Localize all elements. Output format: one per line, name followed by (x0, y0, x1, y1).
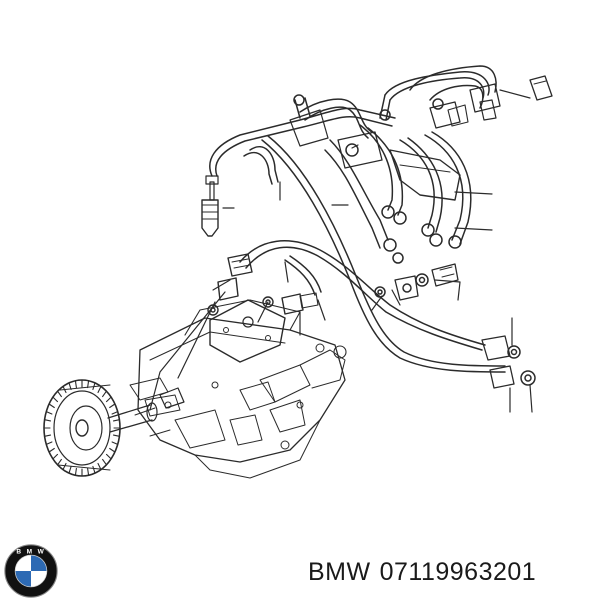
gear-tooth (52, 396, 59, 403)
part-caption: BMW 07119963201 (308, 552, 536, 592)
injector-nozzle-left (201, 175, 219, 237)
bmw-logo-quadrant-blue-2 (15, 571, 31, 587)
gear-tooth (111, 411, 119, 415)
brand-name: BMW (308, 558, 371, 586)
gear-tooth (111, 441, 119, 445)
gear-tooth (87, 467, 90, 476)
gear-tooth (109, 447, 116, 453)
gear-tooth (102, 458, 107, 466)
gear-tooth (45, 411, 53, 415)
gear-tooth (102, 390, 107, 398)
bmw-logo-quadrant-blue-1 (31, 555, 47, 571)
return-hoses (239, 135, 536, 389)
gear-tooth (62, 462, 67, 471)
gear-tooth (74, 467, 77, 476)
bmw-logo: B M W (4, 544, 58, 598)
gear-tooth (109, 403, 116, 409)
gear-tooth (44, 419, 52, 422)
gear-tooth (52, 453, 59, 460)
svg-text:B M W: B M W (16, 548, 45, 555)
gear-tooth (87, 380, 90, 389)
gear-tooth (48, 447, 55, 453)
gear-tooth (105, 453, 112, 460)
gear-tooth (112, 419, 120, 422)
leader-lines (149, 89, 533, 413)
gear-tooth (57, 458, 62, 466)
gear-tooth (48, 403, 55, 409)
timing-gear (43, 379, 121, 477)
part-number: 07119963201 (379, 558, 537, 586)
gear-tooth (105, 396, 112, 403)
fuel-fittings (207, 75, 553, 316)
injection-lines (209, 65, 501, 301)
gear-tooth (74, 380, 77, 389)
gear-tooth (45, 441, 53, 445)
gear-tooth (112, 434, 120, 437)
gear-tooth (97, 385, 102, 394)
gear-tooth (57, 390, 62, 398)
injection-pump-body (107, 299, 347, 479)
gear-tooth (92, 465, 96, 474)
gear-tooth (68, 382, 72, 391)
gear-tooth (68, 465, 72, 474)
gear-tooth (44, 434, 52, 437)
gear-tooth (97, 462, 102, 471)
